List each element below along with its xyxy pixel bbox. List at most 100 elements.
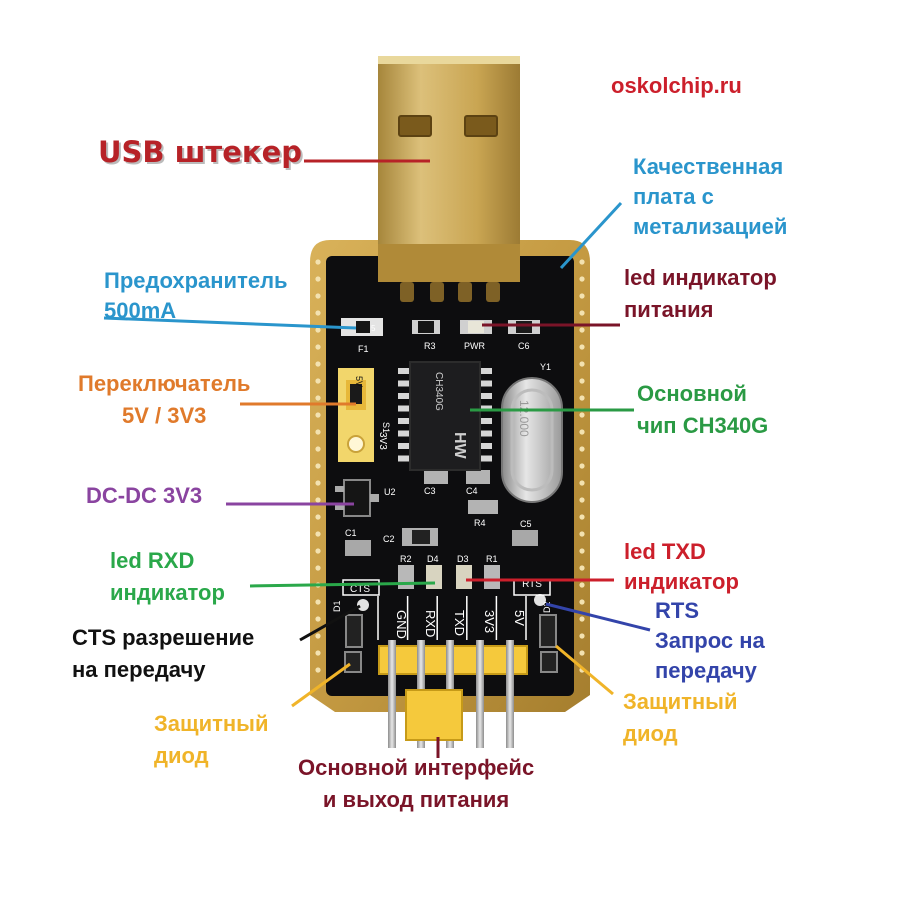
header-pin bbox=[388, 640, 396, 748]
via-dot bbox=[315, 463, 321, 469]
via-dot bbox=[315, 378, 321, 384]
dcdc-label: DC-DC 3V3 bbox=[86, 483, 203, 508]
chip-marking: CH340G bbox=[433, 372, 444, 411]
switch-mark-5v: 5V bbox=[354, 376, 364, 387]
chip-pin bbox=[398, 455, 410, 462]
rts-line-2: Запрос на bbox=[655, 628, 765, 653]
diode-right-line-1: Защитный bbox=[623, 689, 738, 714]
via-dot bbox=[579, 276, 585, 282]
ref-r3: R3 bbox=[424, 341, 436, 351]
via-dot bbox=[315, 327, 321, 333]
ref-c5: C5 bbox=[520, 519, 532, 529]
via-dot bbox=[579, 293, 585, 299]
via-dot bbox=[579, 531, 585, 537]
via-dot bbox=[315, 548, 321, 554]
ref-r1: R1 bbox=[486, 554, 498, 564]
switch-mark-3v3: 3V3 bbox=[377, 432, 388, 450]
crystal-oscillator bbox=[501, 377, 563, 503]
chip-pin bbox=[480, 430, 492, 437]
via-dot bbox=[315, 259, 321, 265]
via-dot bbox=[315, 667, 321, 673]
pin-label-5v: 5V bbox=[512, 610, 527, 626]
chip-line-1: Основной bbox=[637, 381, 747, 406]
ref-pwr: PWR bbox=[464, 341, 485, 351]
via-dot bbox=[315, 395, 321, 401]
leader-lines bbox=[103, 159, 651, 758]
via-dot bbox=[315, 446, 321, 452]
ref-c6: C6 bbox=[518, 341, 530, 351]
dcdc-regulator bbox=[335, 479, 379, 517]
cts-line-1: CTS разрешение bbox=[72, 625, 255, 650]
led-rxd-leader bbox=[249, 581, 436, 588]
via-dot bbox=[579, 548, 585, 554]
chip-pin bbox=[480, 368, 492, 374]
via-dot bbox=[579, 463, 585, 469]
via-dot bbox=[315, 361, 321, 367]
ch340g-chip bbox=[398, 361, 492, 471]
via-dot bbox=[579, 497, 585, 503]
ref-c2: C2 bbox=[383, 534, 395, 544]
crystal-marking: 12.000 bbox=[517, 400, 531, 437]
fuse-label: Предохранитель 500mA bbox=[104, 266, 288, 326]
ref-c4: C4 bbox=[466, 486, 478, 496]
rts-line-3: передачу bbox=[655, 658, 757, 683]
chip-pin bbox=[480, 455, 492, 462]
ref-d4: D4 bbox=[427, 554, 439, 564]
chip-pin bbox=[398, 393, 410, 399]
via-dot bbox=[579, 361, 585, 367]
via-dot bbox=[579, 327, 585, 333]
ref-d2: D2 bbox=[542, 601, 552, 613]
via-dot bbox=[579, 582, 585, 588]
pin-header bbox=[378, 640, 528, 748]
chip-pin bbox=[398, 443, 410, 449]
interface-line-1: Основной интерфейс bbox=[298, 755, 535, 780]
via-dot bbox=[579, 378, 585, 384]
ref-u2: U2 bbox=[384, 487, 396, 497]
chip-logo: HW bbox=[451, 432, 468, 460]
voltage-switch bbox=[338, 368, 374, 462]
header-pin bbox=[476, 640, 484, 748]
led-power-line-2: питания bbox=[624, 297, 714, 322]
quality-line-2: плата с bbox=[633, 184, 714, 209]
via-dot bbox=[579, 599, 585, 605]
switch-line-2: 5V / 3V3 bbox=[122, 403, 207, 428]
chip-pin bbox=[480, 443, 492, 449]
via-dot bbox=[315, 650, 321, 656]
ref-r2: R2 bbox=[400, 554, 412, 564]
via-dot bbox=[579, 446, 585, 452]
via-dot bbox=[579, 650, 585, 656]
via-dot bbox=[315, 633, 321, 639]
ref-f1: F1 bbox=[358, 344, 369, 354]
ref-s1: S1 bbox=[381, 422, 391, 433]
fuse-line-2: 500mA bbox=[104, 298, 177, 323]
diode-right-line-2: диод bbox=[623, 721, 678, 746]
via-dot bbox=[579, 429, 585, 435]
via-dot bbox=[315, 480, 321, 486]
via-dot bbox=[315, 310, 321, 316]
fuse-mark: 5 bbox=[371, 324, 376, 333]
diode-right-leader bbox=[555, 644, 614, 696]
ref-c1: C1 bbox=[345, 528, 357, 538]
usb-plug bbox=[378, 56, 520, 302]
via-dot bbox=[315, 412, 321, 418]
chip-pin bbox=[480, 380, 492, 387]
fuse-line-1: Предохранитель bbox=[104, 268, 288, 293]
via-dot bbox=[579, 565, 585, 571]
smd-components bbox=[341, 318, 540, 589]
rts-pad-label: RTS bbox=[522, 579, 542, 590]
diode-left-line-2: диод bbox=[154, 743, 209, 768]
pcb-vias bbox=[315, 259, 585, 673]
pcb-board bbox=[310, 240, 590, 712]
pin-label-gnd: GND bbox=[394, 610, 409, 639]
quality-line-1: Качественная bbox=[633, 154, 784, 179]
